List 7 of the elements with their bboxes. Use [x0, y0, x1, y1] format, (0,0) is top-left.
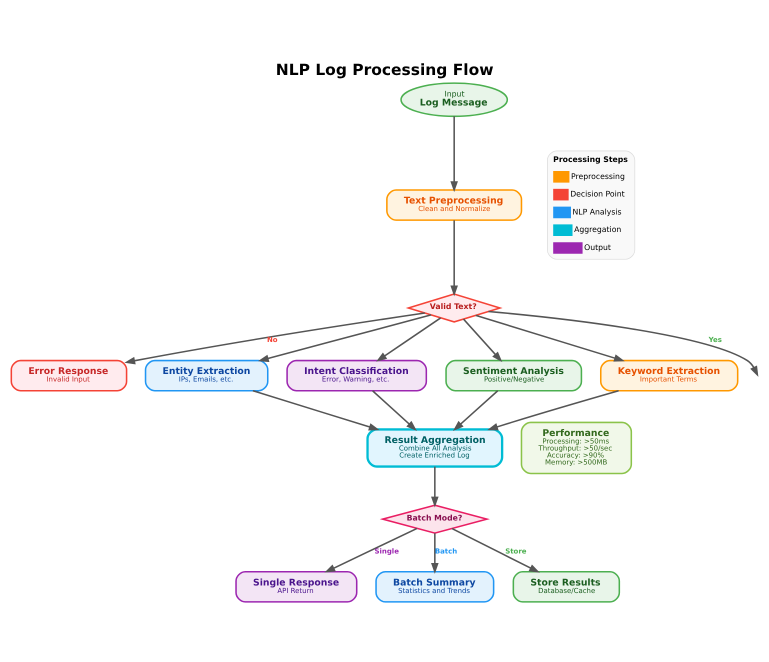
legend-label: Output — [584, 242, 611, 252]
legend-label: NLP Analysis — [572, 207, 622, 216]
label: Processing Steps — [553, 154, 628, 164]
legend-label: Decision Point — [570, 190, 625, 199]
legend-label: Aggregation — [574, 225, 622, 234]
legend-label: Preprocessing — [570, 172, 625, 181]
diagram-title: NLP Log Processing Flow — [276, 60, 494, 79]
